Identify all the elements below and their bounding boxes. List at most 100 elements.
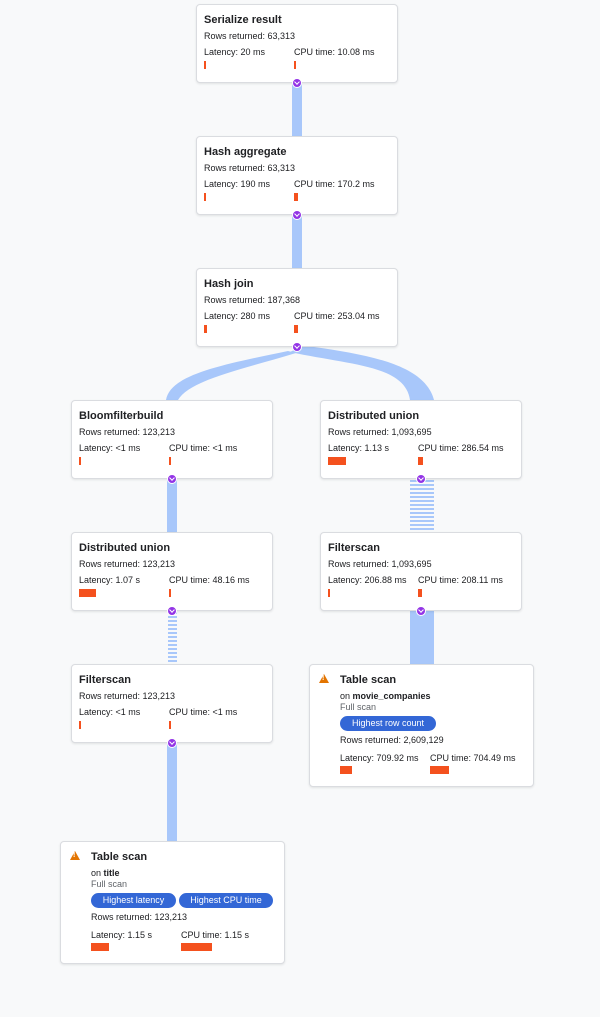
rows-returned: Rows returned: 63,313 (204, 31, 296, 41)
rows-returned: Rows returned: 1,093,695 (328, 559, 432, 569)
latency-label: Latency: 1.15 s (91, 930, 153, 940)
table-name-value: title (103, 868, 120, 878)
latency-bar (340, 766, 352, 774)
edge-distributed-union-filterscan-right (410, 479, 434, 532)
badge-highest-cpu-time: Highest CPU time (179, 893, 273, 908)
on-label: on (91, 868, 104, 878)
cpu-time-bar (169, 589, 171, 597)
latency-label: Latency: 20 ms (204, 47, 266, 57)
cpu-time-bar (418, 457, 423, 465)
node-title: Table scan (340, 674, 397, 686)
rows-returned: Rows returned: 2,609,129 (340, 735, 444, 745)
latency-bar (328, 457, 346, 465)
expand-collapse-chevron-icon[interactable] (167, 606, 177, 616)
latency-label: Latency: <1 ms (79, 707, 141, 717)
cpu-time-label: CPU time: 10.08 ms (294, 47, 375, 57)
edge-hash-join-distributed-union (290, 347, 434, 400)
on-label: on (340, 691, 353, 701)
edge-serialize-hash-aggregate (292, 83, 302, 136)
node-title: Bloomfilterbuild (79, 410, 164, 422)
warning-icon (319, 674, 329, 683)
node-title: Hash aggregate (204, 146, 287, 158)
expand-collapse-chevron-icon[interactable] (167, 738, 177, 748)
cpu-time-bar (418, 589, 422, 597)
cpu-time-bar (294, 325, 298, 333)
edge-hash-join-bloomfilterbuild (166, 351, 296, 400)
expand-collapse-chevron-icon[interactable] (292, 78, 302, 88)
expand-collapse-chevron-icon[interactable] (292, 210, 302, 220)
node-title: Distributed union (79, 542, 171, 554)
cpu-time-label: CPU time: 48.16 ms (169, 575, 250, 585)
node-title: Hash join (204, 278, 254, 290)
cpu-time-label: CPU time: <1 ms (169, 443, 238, 453)
table-name: on movie_companies (340, 691, 431, 701)
node-title: Serialize result (204, 14, 282, 26)
cpu-time-bar (169, 457, 171, 465)
edge-filterscan-table-scan-movie-companies (410, 611, 434, 664)
cpu-time-label: CPU time: 286.54 ms (418, 443, 504, 453)
badge-highest-latency: Highest latency (91, 893, 176, 908)
expand-collapse-chevron-icon[interactable] (416, 474, 426, 484)
table-name: on title (91, 868, 120, 878)
warning-icon (70, 851, 80, 860)
cpu-time-label: CPU time: 253.04 ms (294, 311, 380, 321)
rows-returned: Rows returned: 123,213 (91, 912, 188, 922)
rows-returned: Rows returned: 1,093,695 (328, 427, 432, 437)
node-title: Filterscan (328, 542, 380, 554)
latency-label: Latency: 190 ms (204, 179, 271, 189)
scan-type: Full scan (340, 702, 377, 712)
edge-hash-aggregate-hash-join (292, 215, 302, 268)
latency-bar (204, 325, 207, 333)
latency-bar (91, 943, 109, 951)
edge-distributed-union-filterscan (168, 611, 177, 664)
latency-label: Latency: 280 ms (204, 311, 271, 321)
cpu-time-label: CPU time: 704.49 ms (430, 753, 516, 763)
expand-collapse-chevron-icon[interactable] (416, 606, 426, 616)
rows-returned: Rows returned: 63,313 (204, 163, 296, 173)
node-title: Distributed union (328, 410, 420, 422)
cpu-time-bar (430, 766, 449, 774)
latency-bar (79, 457, 81, 465)
node-title: Filterscan (79, 674, 131, 686)
cpu-time-label: CPU time: 170.2 ms (294, 179, 375, 189)
cpu-time-bar (169, 721, 171, 729)
latency-bar (328, 589, 330, 597)
expand-collapse-chevron-icon[interactable] (167, 474, 177, 484)
latency-bar (204, 193, 206, 201)
scan-type: Full scan (91, 879, 128, 889)
rows-returned: Rows returned: 187,368 (204, 295, 301, 305)
latency-bar (79, 721, 81, 729)
rows-returned: Rows returned: 123,213 (79, 691, 176, 701)
latency-label: Latency: 206.88 ms (328, 575, 407, 585)
latency-bar (204, 61, 206, 69)
table-name-value: movie_companies (352, 691, 431, 701)
node-title: Table scan (91, 851, 148, 863)
edge-bloomfilterbuild-distributed-union (167, 479, 177, 532)
cpu-time-label: CPU time: 208.11 ms (418, 575, 503, 585)
expand-collapse-chevron-icon[interactable] (292, 342, 302, 352)
latency-label: Latency: 1.13 s (328, 443, 390, 453)
cpu-time-label: CPU time: 1.15 s (181, 930, 250, 940)
latency-label: Latency: <1 ms (79, 443, 141, 453)
latency-label: Latency: 709.92 ms (340, 753, 419, 763)
cpu-time-label: CPU time: <1 ms (169, 707, 238, 717)
cpu-time-bar (294, 61, 296, 69)
rows-returned: Rows returned: 123,213 (79, 427, 176, 437)
cpu-time-bar (294, 193, 298, 201)
rows-returned: Rows returned: 123,213 (79, 559, 176, 569)
latency-label: Latency: 1.07 s (79, 575, 141, 585)
badge-highest-row-count: Highest row count (340, 716, 436, 731)
cpu-time-bar (181, 943, 212, 951)
latency-bar (79, 589, 96, 597)
